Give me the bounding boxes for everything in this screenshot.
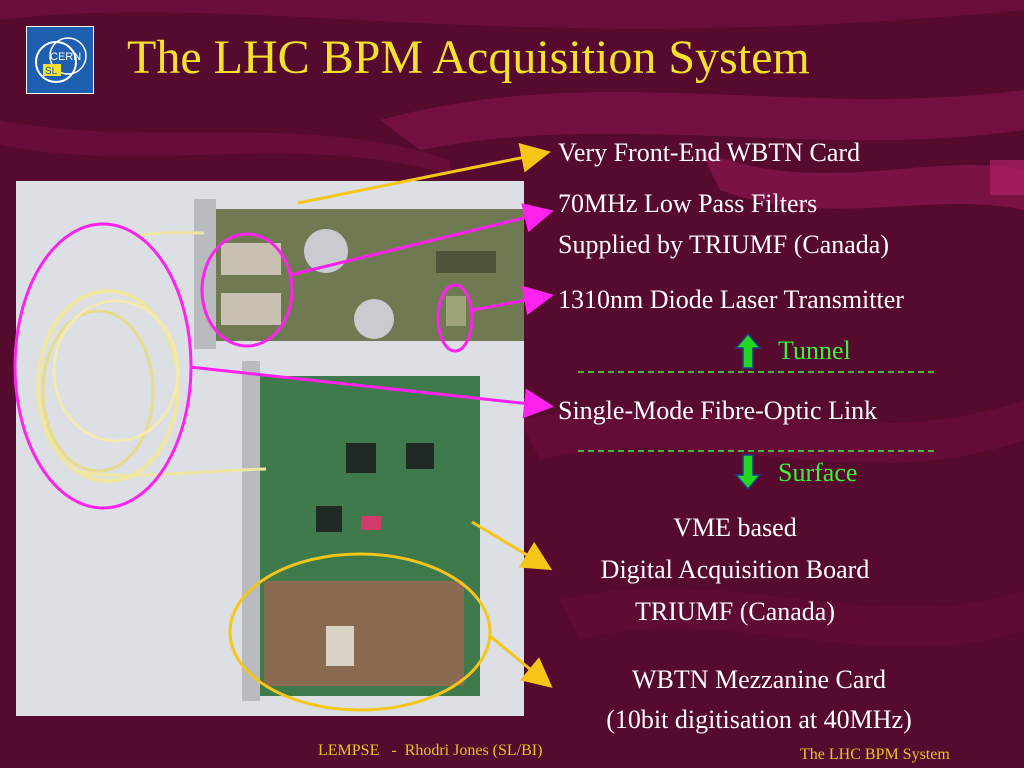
logo-line2: SL: [45, 66, 58, 77]
label-vme-line2: Digital Acquisition Board: [600, 555, 870, 584]
slide-title: The LHC BPM Acquisition System: [127, 31, 810, 84]
label-filters-line2: Supplied by TRIUMF (Canada): [558, 230, 889, 259]
board-photograph: [16, 181, 524, 716]
label-laser: 1310nm Diode Laser Transmitter: [558, 285, 904, 314]
label-tunnel: Tunnel: [778, 336, 851, 365]
footer-right: The LHC BPM System: [800, 746, 950, 763]
label-vme-line1: VME based: [673, 513, 797, 542]
label-very-front-end: Very Front-End WBTN Card: [558, 138, 861, 167]
label-mezzanine-line2: (10bit digitisation at 40MHz): [606, 705, 912, 734]
logo-line1: CERN: [50, 51, 81, 63]
label-vme-line3: TRIUMF (Canada): [634, 597, 835, 626]
label-fibre: Single-Mode Fibre-Optic Link: [558, 396, 878, 425]
cern-sl-logo: CERN SL: [25, 25, 95, 95]
label-filters-line1: 70MHz Low Pass Filters: [558, 189, 818, 218]
label-mezzanine-line1: WBTN Mezzanine Card: [631, 665, 887, 694]
label-surface: Surface: [778, 458, 858, 487]
footer-left: LEMPSE - Rhodri Jones (SL/BI): [318, 742, 543, 759]
